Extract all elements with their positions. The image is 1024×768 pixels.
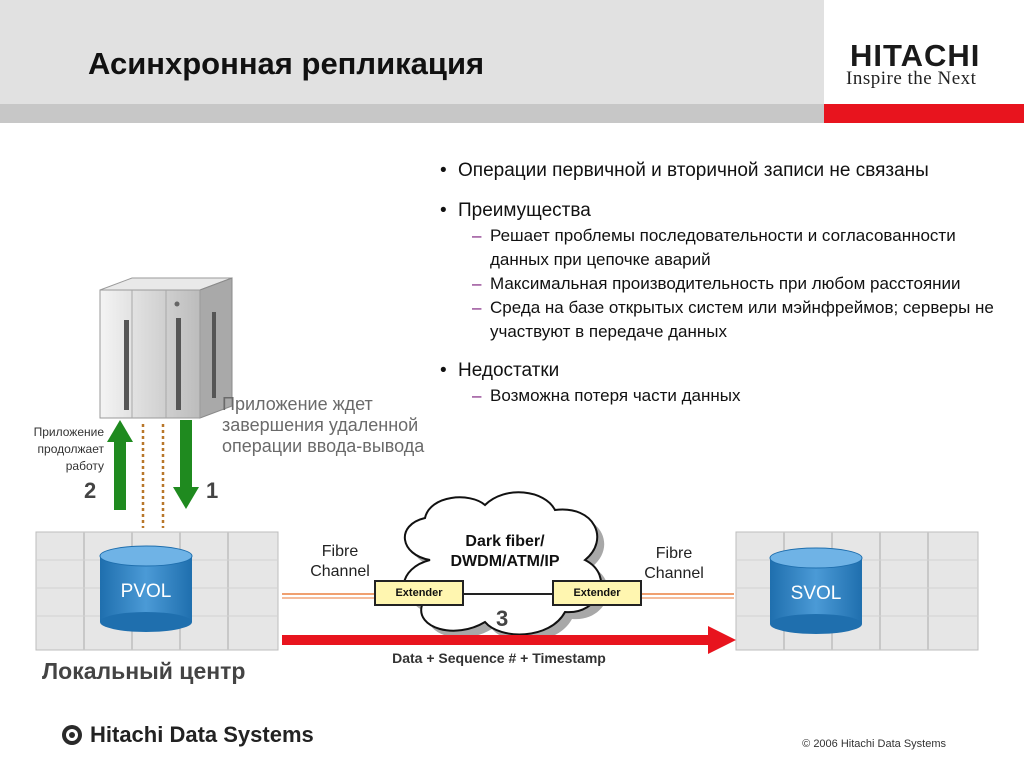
wait-note: Приложение ждет завершения удаленной опе… bbox=[222, 394, 425, 456]
bullet-text: Преимущества bbox=[458, 200, 591, 221]
dash-icon: – bbox=[472, 298, 482, 317]
step-2-label: 2 bbox=[84, 478, 97, 503]
bullet-text: Недостатки bbox=[458, 360, 560, 381]
fibre-channel-left-label: Fibre Channel bbox=[310, 543, 370, 580]
sub-bullet-text: Возможна потеря части данных bbox=[490, 386, 741, 405]
svol-label: SVOL bbox=[790, 583, 842, 604]
dash-icon: – bbox=[472, 386, 482, 405]
sub-bullet: –Среда на базе открытых систем или мэйнф… bbox=[458, 296, 998, 344]
company-name: Hitachi Data Systems bbox=[90, 722, 314, 747]
dash-icon: – bbox=[472, 274, 482, 293]
sub-bullet-text: Решает проблемы последовательности и сог… bbox=[490, 226, 956, 269]
replication-arrow-icon bbox=[282, 626, 736, 654]
logo-red-stripe bbox=[824, 104, 1024, 123]
fibre-channel-right-label: Fibre Channel bbox=[644, 545, 704, 582]
hds-logo-icon bbox=[62, 725, 82, 745]
sub-bullet-text: Максимальная производительность при любо… bbox=[490, 274, 961, 293]
hitachi-logo-word: HITACHI bbox=[850, 38, 981, 73]
pvol-cylinder-icon bbox=[99, 545, 193, 632]
bullet-item: • Преимущества –Решает проблемы последов… bbox=[438, 198, 998, 344]
pvol-label: PVOL bbox=[120, 581, 172, 602]
header-stripe bbox=[0, 104, 824, 123]
continue-arrow-icon bbox=[107, 420, 133, 510]
bullet-item: • Операции первичной и вторичной записи … bbox=[438, 158, 998, 184]
svol-cylinder-icon bbox=[769, 547, 863, 634]
hitachi-logo-tagline: Inspire the Next bbox=[846, 68, 977, 89]
sub-bullet: –Возможна потеря части данных bbox=[458, 384, 998, 408]
bullet-list: • Операции первичной и вторичной записи … bbox=[438, 158, 998, 422]
extender-left: Extender bbox=[374, 580, 464, 606]
data-sequence-label: Data + Sequence # + Timestamp bbox=[392, 650, 606, 666]
write-arrow-icon bbox=[173, 420, 199, 509]
host-server-icon bbox=[99, 277, 233, 419]
bullet-text: Операции первичной и вторичной записи не… bbox=[458, 160, 929, 181]
continue-note: Приложение продолжает работу bbox=[33, 425, 104, 473]
cloud-label: Dark fiber/ DWDM/ATM/IP bbox=[450, 533, 560, 570]
slide-title: Асинхронная репликация bbox=[88, 46, 485, 81]
bullet-dot-icon: • bbox=[440, 160, 447, 181]
step-3-label: 3 bbox=[496, 606, 509, 631]
local-center-label: Локальный центр bbox=[42, 658, 246, 684]
sub-bullet-text: Среда на базе открытых систем или мэйнфр… bbox=[490, 298, 994, 341]
logo-area bbox=[824, 0, 1024, 104]
header-bar bbox=[0, 0, 824, 104]
extender-right: Extender bbox=[552, 580, 642, 606]
sub-bullet: –Максимальная производительность при люб… bbox=[458, 272, 998, 296]
copyright: © 2006 Hitachi Data Systems bbox=[802, 738, 946, 750]
dash-icon: – bbox=[472, 226, 482, 245]
sub-bullet: –Решает проблемы последовательности и со… bbox=[458, 224, 998, 272]
bullet-item: • Недостатки –Возможна потеря части данн… bbox=[438, 358, 998, 408]
bullet-dot-icon: • bbox=[440, 360, 447, 381]
step-1-label: 1 bbox=[206, 478, 219, 503]
bullet-dot-icon: • bbox=[440, 200, 447, 221]
